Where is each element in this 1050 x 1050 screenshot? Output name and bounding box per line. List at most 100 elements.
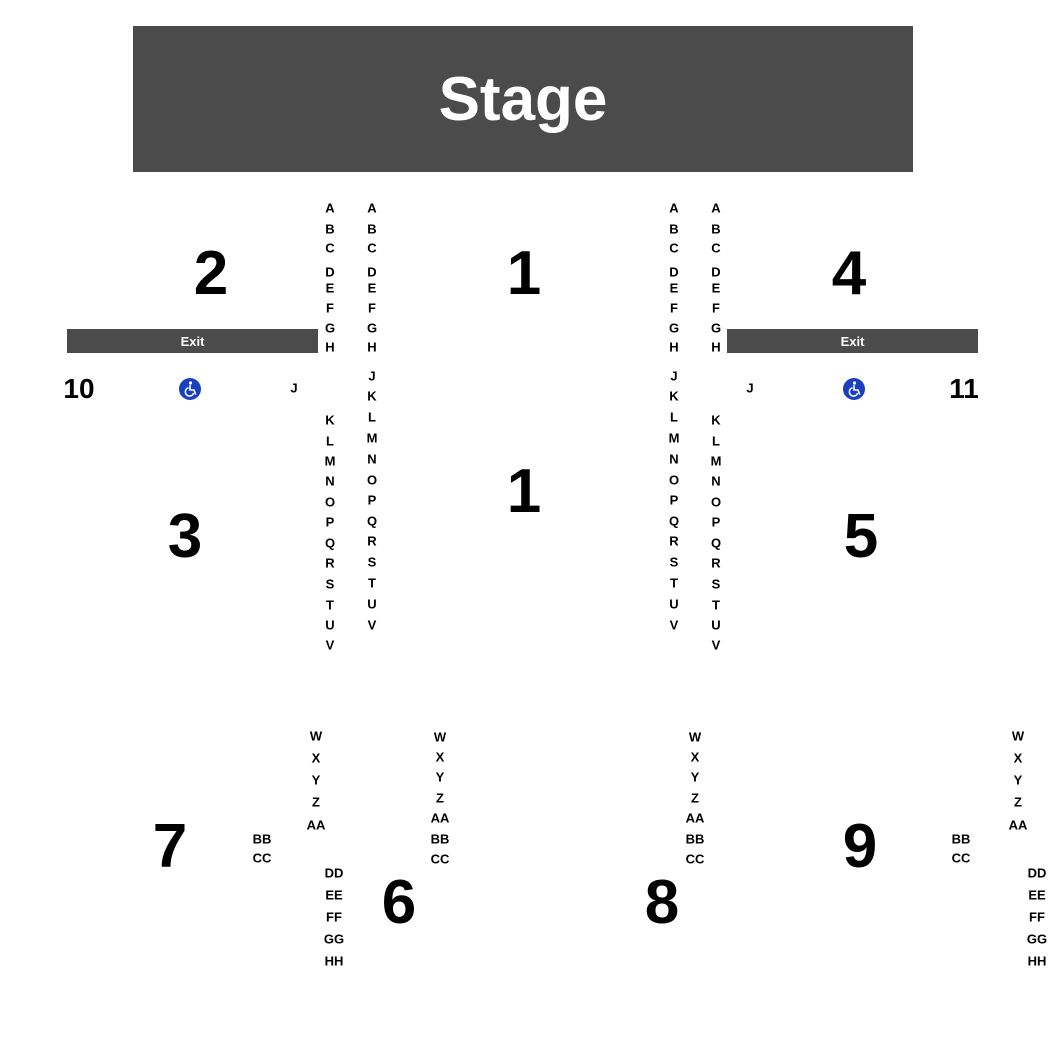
- row-label: O: [366, 472, 378, 488]
- row-label: K: [367, 388, 377, 404]
- section-1-front[interactable]: 1: [506, 239, 542, 308]
- row-label: R: [325, 555, 335, 571]
- row-label: L: [712, 433, 720, 449]
- row-label: L: [670, 409, 678, 425]
- row-label: N: [367, 451, 377, 467]
- section-2[interactable]: 2: [193, 239, 229, 308]
- row-label: M: [710, 453, 722, 469]
- section-9[interactable]: 9: [842, 812, 878, 881]
- exit-right-label: Exit: [840, 333, 865, 349]
- row-label: P: [367, 492, 377, 508]
- row-label: Y: [311, 772, 321, 788]
- row-label: CC: [430, 851, 450, 867]
- row-label: O: [324, 494, 336, 510]
- section-4[interactable]: 4: [831, 239, 867, 308]
- row-label: Z: [691, 790, 699, 806]
- row-label: M: [324, 453, 336, 469]
- row-label: W: [688, 729, 702, 745]
- section-3[interactable]: 3: [167, 502, 203, 571]
- row-label: BB: [685, 831, 705, 847]
- row-label: CC: [685, 851, 705, 867]
- row-label: F: [368, 300, 376, 316]
- row-label: U: [325, 617, 335, 633]
- row-label: DD: [324, 865, 344, 881]
- row-label: J: [368, 368, 376, 384]
- row-label: BB: [252, 831, 272, 847]
- row-label: D: [669, 264, 679, 280]
- row-label: R: [367, 533, 377, 549]
- row-label: GG: [323, 931, 345, 947]
- row-label: C: [367, 240, 377, 256]
- row-label: F: [712, 300, 720, 316]
- row-label: V: [669, 617, 679, 633]
- row-label: C: [711, 240, 721, 256]
- section-11[interactable]: 11: [949, 373, 979, 404]
- row-label: W: [1011, 728, 1025, 744]
- row-label: H: [711, 339, 721, 355]
- row-label: HH: [1027, 953, 1047, 969]
- row-label: P: [711, 514, 721, 530]
- row-label: X: [690, 749, 700, 765]
- row-label: T: [368, 575, 376, 591]
- wheelchair-icon: [843, 378, 865, 400]
- section-1-rear[interactable]: 1: [506, 457, 542, 526]
- row-label: D: [367, 264, 377, 280]
- row-label: M: [366, 430, 378, 446]
- exit-left: Exit: [67, 329, 318, 353]
- row-label: EE: [325, 887, 343, 903]
- row-label: AA: [685, 810, 705, 826]
- row-label: B: [325, 221, 335, 237]
- row-label: AA: [430, 810, 450, 826]
- row-label: BB: [430, 831, 450, 847]
- row-label: AA: [306, 817, 326, 833]
- section-8[interactable]: 8: [644, 868, 680, 937]
- row-label: E: [669, 280, 679, 296]
- row-label: GG: [1026, 931, 1048, 947]
- row-label: H: [669, 339, 679, 355]
- row-label: T: [670, 575, 678, 591]
- row-label: Q: [324, 535, 336, 551]
- row-label: N: [325, 473, 335, 489]
- row-label: L: [326, 433, 334, 449]
- row-label: D: [711, 264, 721, 280]
- row-label: G: [366, 320, 378, 336]
- row-label: T: [712, 597, 720, 613]
- row-label: K: [325, 412, 335, 428]
- row-label: S: [367, 554, 377, 570]
- row-label: EE: [1028, 887, 1046, 903]
- section-10[interactable]: 10: [63, 373, 95, 404]
- row-label: R: [669, 533, 679, 549]
- row-label: CC: [951, 850, 971, 866]
- section-7[interactable]: 7: [152, 812, 188, 881]
- row-label: Z: [312, 794, 320, 810]
- row-label: U: [711, 617, 721, 633]
- section-6[interactable]: 6: [381, 868, 417, 937]
- row-label: Q: [366, 513, 378, 529]
- row-label: B: [367, 221, 377, 237]
- row-label: J: [670, 368, 678, 384]
- row-label: N: [711, 473, 721, 489]
- row-label: V: [325, 637, 335, 653]
- row-label: DD: [1027, 865, 1047, 881]
- row-label: K: [711, 412, 721, 428]
- row-label: P: [325, 514, 335, 530]
- row-label: O: [668, 472, 680, 488]
- row-label: E: [367, 280, 377, 296]
- row-label: U: [367, 596, 377, 612]
- row-label: O: [710, 494, 722, 510]
- row-label: V: [367, 617, 377, 633]
- row-label: CC: [252, 850, 272, 866]
- row-label: X: [311, 750, 321, 766]
- row-label: S: [711, 576, 721, 592]
- row-label: W: [309, 728, 323, 744]
- row-label: FF: [326, 909, 342, 925]
- row-label: J: [290, 380, 298, 396]
- row-label: S: [669, 554, 679, 570]
- row-label: Q: [710, 535, 722, 551]
- row-label: A: [711, 200, 721, 216]
- row-label: A: [669, 200, 679, 216]
- section-5[interactable]: 5: [843, 502, 879, 571]
- row-label: HH: [324, 953, 344, 969]
- row-label: Y: [690, 769, 700, 785]
- row-label: E: [325, 280, 335, 296]
